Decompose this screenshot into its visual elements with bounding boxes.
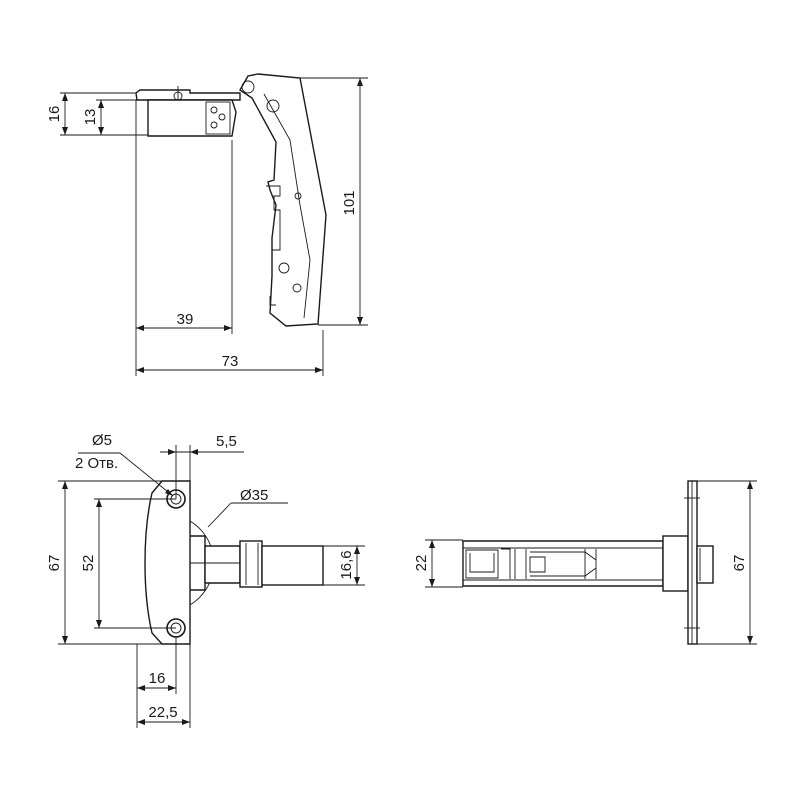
plan-dim-hole-spacing: 52: [80, 555, 97, 572]
plan-dim-cup-center: 16: [149, 670, 166, 687]
side-arm-inner-edge: [263, 93, 311, 319]
side-arm-hole-3: [292, 283, 302, 293]
bottom-view: 22 67: [413, 480, 757, 645]
plan-dim-plate-width: 22,5: [148, 704, 177, 721]
plan-dim-offset: 5,5: [216, 433, 237, 450]
side-cup-hole-1: [210, 106, 218, 114]
side-arm-hole-1: [294, 192, 302, 200]
side-cup-body: [147, 99, 237, 137]
side-arm-hole-2: [278, 262, 290, 274]
side-arm-pivot-2: [266, 99, 280, 113]
side-arm-clip: [266, 185, 281, 306]
plan-dim-hole-diameter: Ø5: [92, 432, 112, 449]
side-dim-39: 39: [177, 311, 194, 328]
bottom-dim-arm-height: 22: [413, 555, 430, 572]
side-cup-hole-2: [218, 113, 226, 121]
plan-view: Ø5 2 Отв. Ø35 5,5 67 52 16,6: [46, 432, 365, 728]
plan-dim-arm-width: 16,6: [338, 550, 355, 579]
bottom-block: [662, 535, 689, 592]
bottom-mounting-plate: [687, 480, 698, 645]
plan-arm-end: [261, 545, 324, 586]
side-dim-101: 101: [341, 190, 358, 215]
plan-hinge-arm: [204, 545, 241, 584]
side-cup-hole-3: [210, 121, 218, 129]
bottom-arm-detail: [465, 548, 597, 579]
bottom-plate-stub: [696, 545, 714, 584]
plan-mounting-plate: [144, 480, 191, 645]
side-arm-pivot-1: [241, 80, 255, 94]
side-view: 16 13 101 39 73: [46, 73, 368, 376]
bottom-dim-plate-height: 67: [731, 555, 748, 572]
side-mounting-plate: [135, 89, 241, 101]
side-dim-73: 73: [222, 353, 239, 370]
side-cup-window: [205, 101, 231, 135]
plan-dim-hole-count: 2 Отв.: [75, 455, 118, 472]
side-dim-16: 16: [46, 106, 63, 123]
side-dim-13: 13: [82, 109, 99, 126]
plan-dim-cup-diameter: Ø35: [240, 487, 268, 504]
side-hinge-arm: [239, 73, 327, 327]
plan-arm-block: [239, 540, 263, 588]
plan-dim-plate-height: 67: [46, 555, 63, 572]
